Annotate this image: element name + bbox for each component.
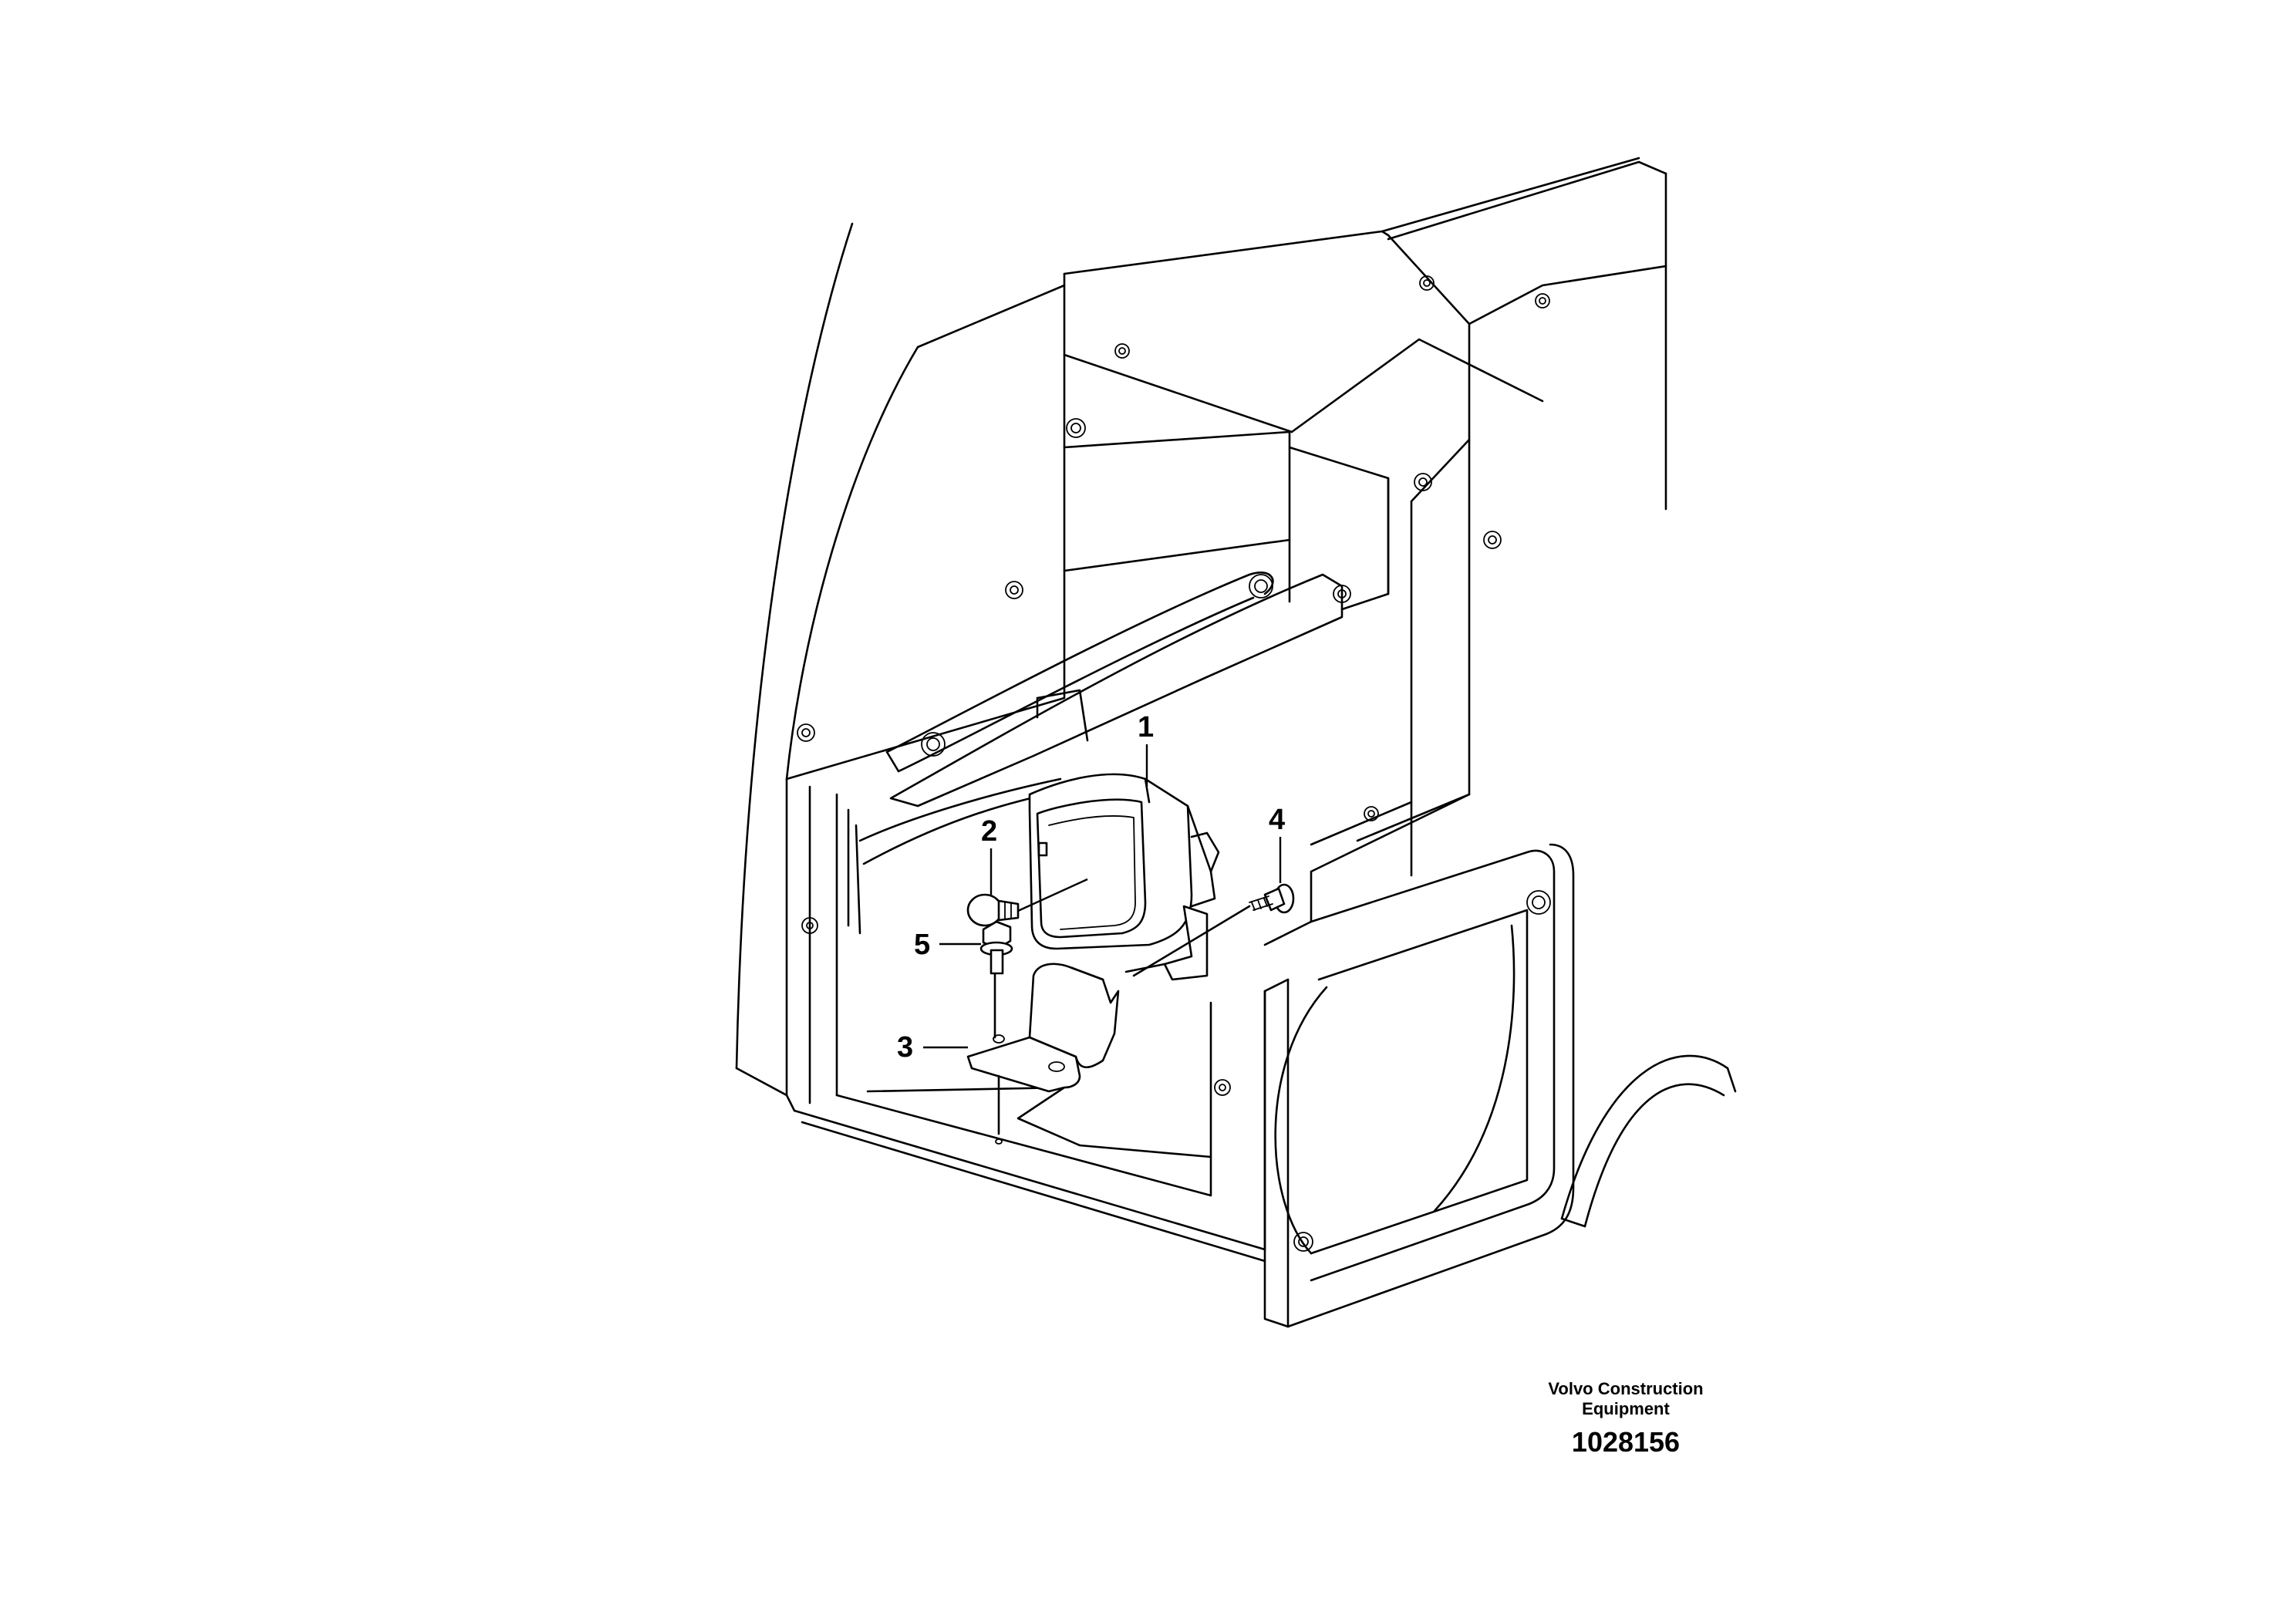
callout-4: 4	[1269, 804, 1285, 836]
bolt-5	[979, 920, 1013, 975]
footer: Volvo Construction Equipment 1028156	[1548, 1379, 1703, 1458]
callout-1: 1	[1138, 711, 1154, 744]
bulb	[966, 893, 1020, 927]
screw-4	[1132, 883, 1295, 977]
callout-5: 5	[914, 929, 930, 961]
bracket	[966, 947, 1120, 1145]
work-lamp	[1028, 773, 1220, 981]
machine-frame	[735, 157, 1737, 1328]
callout-2: 2	[981, 815, 997, 848]
bolt-holes	[797, 275, 1551, 1252]
callouts: 1 2 3 4 5	[897, 711, 1285, 1064]
callout-3: 3	[897, 1031, 913, 1064]
figure-number: 1028156	[1572, 1426, 1680, 1458]
company-name-line2: Equipment	[1582, 1399, 1670, 1418]
company-name-line1: Volvo Construction	[1548, 1379, 1703, 1398]
